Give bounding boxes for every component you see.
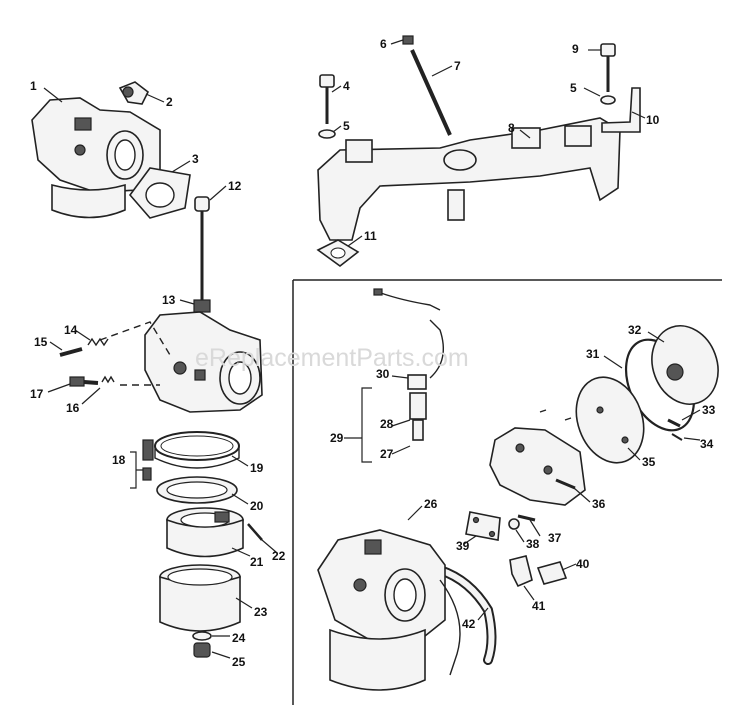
callout-23: 23	[254, 605, 268, 619]
watermark: eReplacementParts.com	[195, 344, 469, 372]
callout-25: 25	[232, 655, 246, 669]
part-32-cover	[651, 325, 719, 405]
part-36-screw	[555, 478, 576, 490]
callout-2: 2	[166, 95, 173, 109]
part-22-pin	[247, 523, 263, 541]
part-14-spring	[87, 337, 109, 347]
callout-11: 11	[364, 229, 377, 243]
part-1-carburetor	[31, 97, 161, 219]
leader-lines	[43, 39, 701, 659]
part-33-screw	[667, 418, 681, 428]
carburetor-body	[144, 311, 263, 413]
part-24-washer	[192, 631, 212, 641]
part-18-jets	[142, 439, 154, 481]
part-7-stud	[410, 49, 452, 136]
wire-lead	[377, 291, 441, 311]
part-40-fitting	[536, 561, 568, 585]
part-25-bowl-nut	[193, 642, 211, 658]
part-12-bolt	[194, 196, 210, 305]
bracket-29	[361, 387, 372, 463]
callout-15: 15	[34, 335, 48, 349]
callout-32: 32	[628, 323, 642, 337]
assembly-line-14	[99, 321, 171, 356]
callout-8: 8	[508, 121, 515, 135]
callout-19: 19	[250, 461, 264, 475]
callout-42: 42	[462, 617, 476, 631]
callout-1: 1	[30, 79, 37, 93]
callout-6: 6	[380, 37, 387, 51]
part-23-fuel-bowl	[159, 564, 241, 632]
part-10-bracket	[601, 87, 641, 133]
part-9-bolt	[600, 43, 616, 92]
callout-24: 24	[232, 631, 246, 645]
callout-5: 5	[343, 119, 350, 133]
part-35-plate	[575, 376, 645, 464]
part-16-spring	[101, 375, 115, 384]
callout-26: 26	[424, 497, 438, 511]
callout-21: 21	[250, 555, 264, 569]
part-13-nut	[193, 299, 211, 313]
callout-12: 12	[228, 179, 242, 193]
callout-5b: 5	[570, 81, 577, 95]
callout-34: 34	[700, 437, 714, 451]
callout-39: 39	[456, 539, 470, 553]
part-39-plate	[465, 511, 501, 541]
part-19-gasket-ring	[154, 431, 240, 469]
callout-10: 10	[646, 113, 660, 127]
callout-31: 31	[586, 347, 600, 361]
callout-33: 33	[702, 403, 716, 417]
part-21-float	[166, 507, 244, 558]
part-41-elbow	[509, 555, 533, 588]
callout-17: 17	[30, 387, 44, 401]
callout-35: 35	[642, 455, 656, 469]
callout-14: 14	[64, 323, 78, 337]
callout-37: 37	[548, 531, 562, 545]
callout-labels: 1 2 3 4 5 5 6 7 8 9 10 11 12 13 14 15 16…	[30, 37, 716, 669]
part-8-intake-manifold	[317, 117, 621, 241]
callout-30: 30	[376, 367, 390, 381]
part-11-gasket	[316, 239, 360, 268]
part-26-carburetor	[317, 529, 461, 691]
callout-7: 7	[454, 59, 461, 73]
part-4-bolt	[319, 74, 335, 124]
part-17-screw	[69, 376, 99, 387]
callout-36: 36	[592, 497, 606, 511]
callout-40: 40	[576, 557, 590, 571]
callout-22: 22	[272, 549, 286, 563]
part-3-gasket	[128, 167, 191, 219]
part-34-spring	[671, 433, 683, 441]
callout-13: 13	[162, 293, 176, 307]
part-38-washer	[508, 518, 520, 530]
callout-41: 41	[532, 599, 546, 613]
part-2-elbow-fitting	[118, 81, 150, 105]
wire-terminal	[373, 288, 383, 296]
part-5-washer-b	[600, 95, 616, 105]
callout-28: 28	[380, 417, 394, 431]
part-20-gasket	[156, 476, 238, 504]
callout-4: 4	[343, 79, 350, 93]
callout-3: 3	[192, 152, 199, 166]
callout-20: 20	[250, 499, 264, 513]
callout-29: 29	[330, 431, 344, 445]
part-37-screw	[517, 514, 536, 522]
callout-16: 16	[66, 401, 80, 415]
part-6-nut	[402, 35, 414, 45]
part-15-screw	[59, 347, 83, 357]
callout-9: 9	[572, 42, 579, 56]
part-5-washer	[318, 129, 336, 139]
fuel-pump-body	[489, 409, 586, 506]
callout-38: 38	[526, 537, 540, 551]
parts-27-30-solenoid	[407, 319, 444, 441]
callout-18: 18	[112, 453, 126, 467]
callout-27: 27	[380, 447, 394, 461]
